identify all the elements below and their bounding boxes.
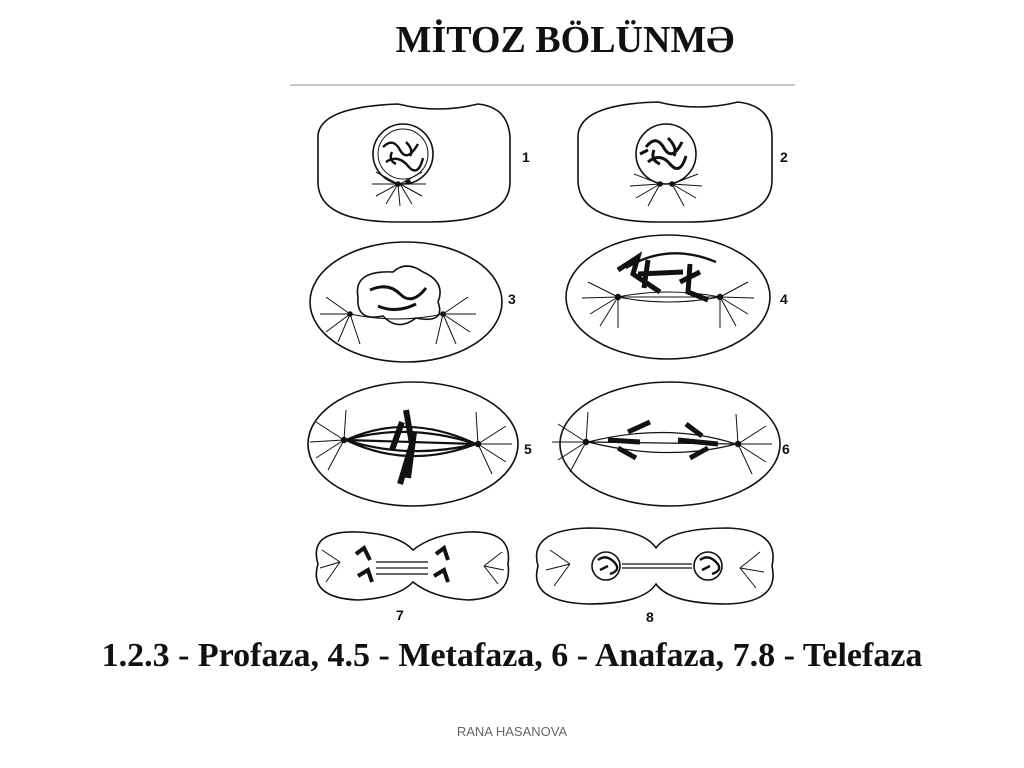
stage-label-8: 8 xyxy=(646,609,654,625)
stage-label-5: 5 xyxy=(524,441,532,457)
stage-1-cell xyxy=(317,103,511,223)
stage-label-1: 1 xyxy=(522,149,530,165)
stage-5-cell xyxy=(307,381,519,507)
stage-label-2: 2 xyxy=(780,149,788,165)
stage-label-7: 7 xyxy=(396,607,404,623)
stage-2-cell xyxy=(577,101,773,223)
title-divider xyxy=(290,84,795,86)
mitosis-figure: 1 2 3 4 5 6 7 8 xyxy=(307,101,790,625)
stage-label-4: 4 xyxy=(780,291,788,307)
stage-label-3: 3 xyxy=(508,291,516,307)
stage-6-cell xyxy=(552,381,781,507)
stage-8-cell xyxy=(535,527,774,605)
slide-title: MİTOZ BÖLÜNMƏ xyxy=(395,19,735,61)
author-footer: RANA HASANOVA xyxy=(456,724,568,739)
stage-3-cell xyxy=(309,241,503,363)
stage-4-cell xyxy=(565,234,771,360)
phase-caption: 1.2.3 - Profaza, 4.5 - Metafaza, 6 - Ana… xyxy=(101,637,923,674)
stage-7-cell xyxy=(315,531,510,601)
stage-label-6: 6 xyxy=(782,441,790,457)
